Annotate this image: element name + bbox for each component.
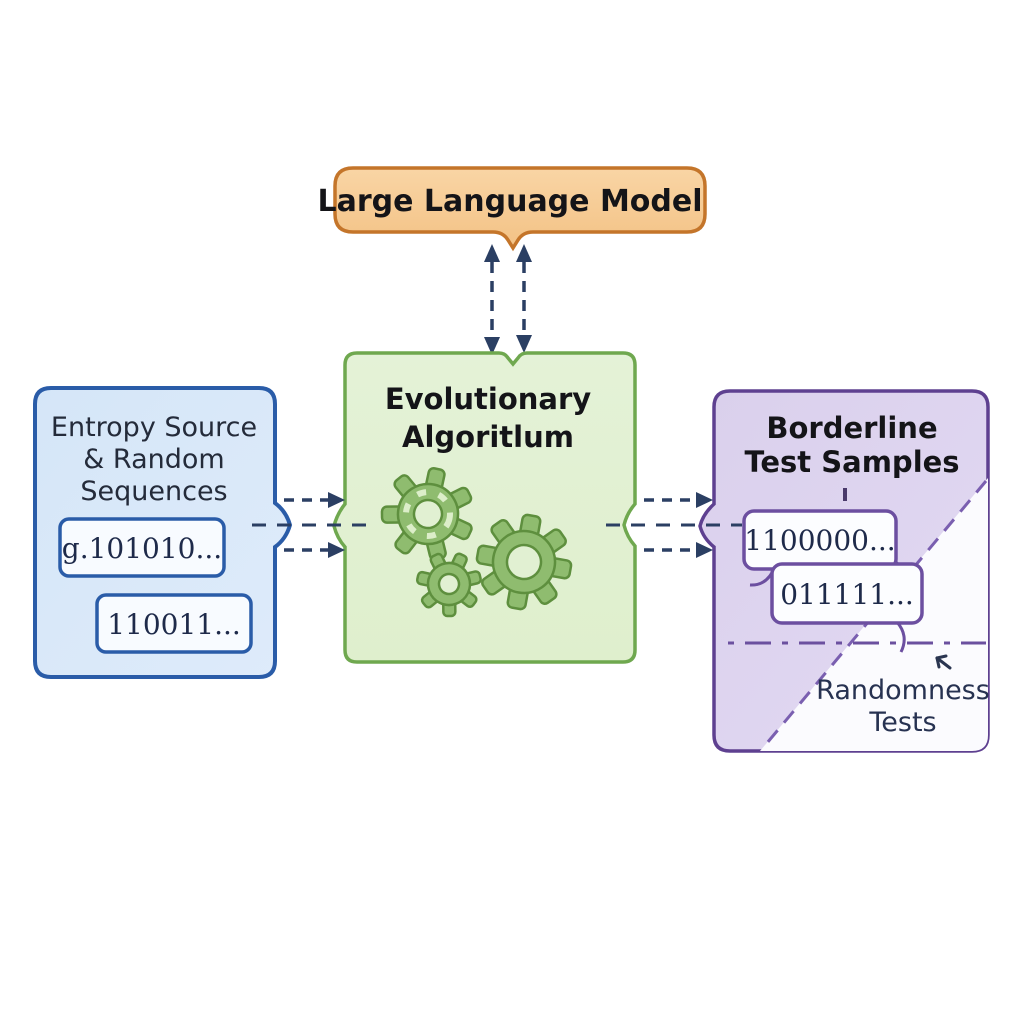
borderline-title-line1: Borderline [766, 411, 937, 445]
arrowhead-right [328, 542, 345, 558]
arrowhead-right [696, 542, 713, 558]
arrowhead-up [484, 244, 500, 262]
gear-icon [415, 552, 482, 618]
evolutionary-title-line1: Evolutionary [385, 382, 591, 416]
borderline-sample-2: 011111... [780, 578, 914, 611]
entropy-sample-1: g.101010... [62, 532, 222, 565]
entropy-title-line1: Entropy Source [51, 412, 257, 443]
evolutionary-title-line2: Algoritlum [402, 420, 574, 454]
borderline-sample-box-2 [770, 562, 924, 625]
entropy-sample-box-1 [58, 517, 226, 578]
randomness-label-line2: Tests [868, 707, 936, 738]
evolutionary-box [332, 351, 637, 664]
entropy-sample-box-2 [95, 593, 253, 654]
gear-icon [475, 513, 573, 611]
arrowhead-up [516, 244, 532, 262]
llm-label: Large Language Model [317, 184, 702, 219]
gear-icon [380, 467, 473, 561]
arrowhead-down [484, 337, 500, 355]
llm-ea-arrows [484, 244, 532, 355]
llm-bubble [333, 166, 707, 252]
cursor-arrow-icon [935, 654, 952, 670]
borderline-title-line2: Test Samples [744, 445, 959, 479]
entropy-title-line2: & Random [83, 444, 224, 475]
ea-borderline-arrows [606, 492, 742, 558]
borderline-sample-1: 1100000... [744, 524, 895, 557]
arrowhead-right [696, 492, 713, 508]
diagonal-dashed-divider [760, 480, 988, 750]
entropy-ea-arrows [252, 492, 372, 558]
randomness-label-line1: Randomness [816, 675, 990, 706]
entropy-title-line3: Sequences [80, 476, 227, 507]
arrowhead-down [516, 335, 532, 353]
entropy-sample-2: 110011... [107, 608, 241, 641]
arrowhead-right [328, 492, 345, 508]
